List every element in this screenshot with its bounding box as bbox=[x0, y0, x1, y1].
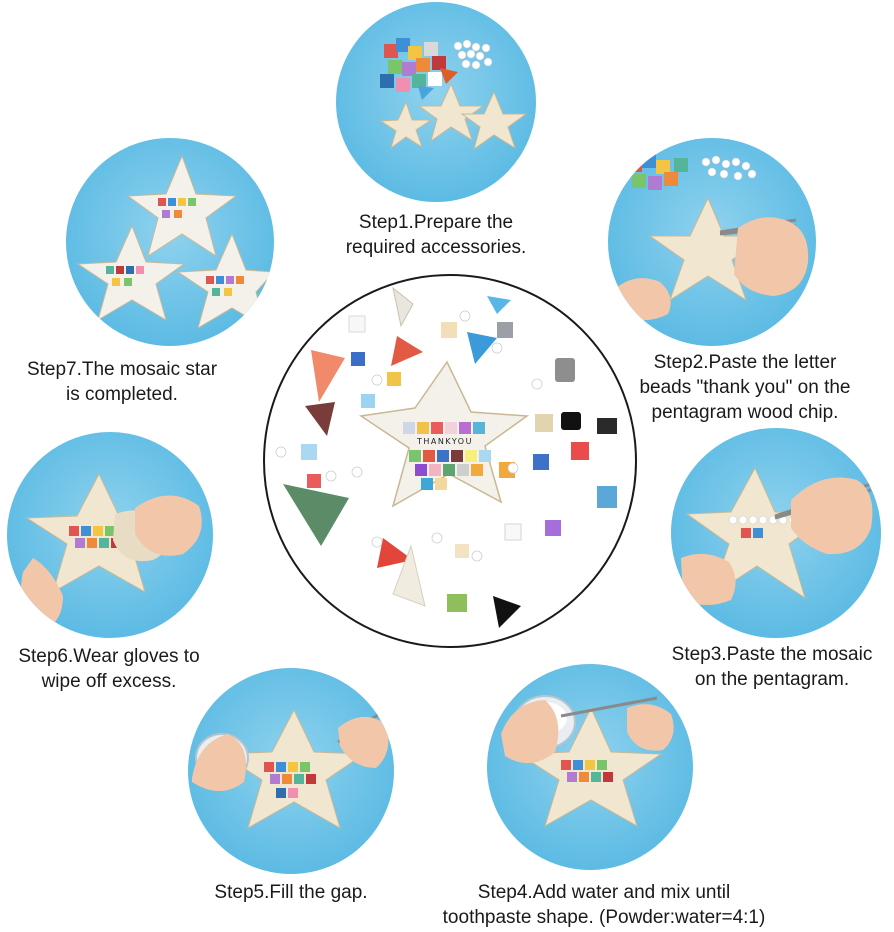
hand bbox=[135, 495, 202, 556]
step6-photo bbox=[7, 432, 213, 638]
hand bbox=[734, 217, 809, 296]
step7-photo bbox=[66, 138, 274, 346]
hand bbox=[791, 477, 873, 555]
letter-bead-pile bbox=[453, 39, 493, 70]
mosaic-tiles bbox=[264, 762, 316, 798]
mosaic-tiles bbox=[106, 198, 244, 296]
star-lettering: THANKYOU bbox=[416, 437, 473, 446]
star-mosaic-tiles bbox=[403, 422, 491, 490]
hand bbox=[192, 734, 246, 791]
step3-photo bbox=[671, 428, 881, 638]
center-product-photo: THANKYOU bbox=[263, 274, 637, 648]
letter-bead-pile bbox=[701, 155, 757, 181]
hand bbox=[20, 558, 63, 632]
hand bbox=[338, 716, 389, 768]
mosaic-tile-pile bbox=[380, 38, 458, 100]
loose-mosaic-tiles bbox=[283, 286, 617, 628]
step2-photo bbox=[608, 138, 816, 346]
wooden-star-blanks bbox=[379, 82, 528, 151]
loose-letter-beads bbox=[275, 310, 543, 562]
finished-mosaic-star bbox=[358, 360, 530, 508]
mosaic-tiles bbox=[561, 760, 613, 782]
mosaic-tiles bbox=[741, 528, 763, 538]
mosaic-star bbox=[76, 154, 274, 330]
mosaic-tile-pile bbox=[628, 154, 688, 190]
step5-caption: Step5.Fill the gap. bbox=[214, 882, 368, 903]
hand bbox=[501, 700, 559, 764]
stir-stick bbox=[560, 696, 658, 718]
hand bbox=[681, 553, 736, 605]
hand bbox=[627, 704, 674, 751]
step5-photo bbox=[188, 668, 394, 874]
step1-photo bbox=[336, 2, 536, 202]
hand bbox=[616, 278, 671, 321]
step4-photo bbox=[487, 664, 693, 870]
